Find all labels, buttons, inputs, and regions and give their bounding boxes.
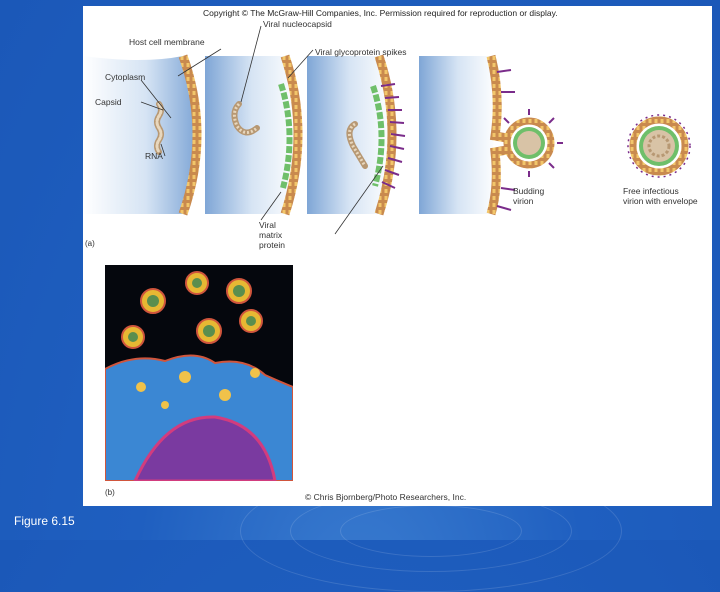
label-rna: RNA	[145, 151, 163, 161]
part-label-b: (b)	[105, 488, 115, 497]
label-viral-glycoprotein-spikes: Viral glycoprotein spikes	[315, 47, 407, 57]
photo-credit: © Chris Bjornberg/Photo Researchers, Inc…	[305, 492, 466, 502]
background-swirl	[340, 505, 522, 557]
stage-3-cytoplasm	[307, 56, 405, 214]
label-viral-nucleocapsid: Viral nucleocapsid	[263, 19, 332, 29]
stage-2-cytoplasm	[205, 56, 298, 214]
electron-micrograph	[105, 265, 293, 481]
label-capsid: Capsid	[95, 97, 121, 107]
part-label-a: (a)	[85, 239, 95, 248]
figure-caption: Figure 6.15	[14, 514, 75, 528]
label-host-cell-membrane: Host cell membrane	[129, 37, 205, 47]
stage-5-free-virion	[628, 115, 690, 177]
label-free-virion: Free infectious virion with envelope	[623, 186, 698, 206]
label-cytoplasm: Cytoplasm	[105, 72, 145, 82]
figure-panel: Copyright © The McGraw-Hill Companies, I…	[83, 6, 712, 506]
label-viral-matrix-protein: Viral matrix protein	[259, 220, 285, 250]
label-budding-virion: Budding virion	[513, 186, 544, 206]
